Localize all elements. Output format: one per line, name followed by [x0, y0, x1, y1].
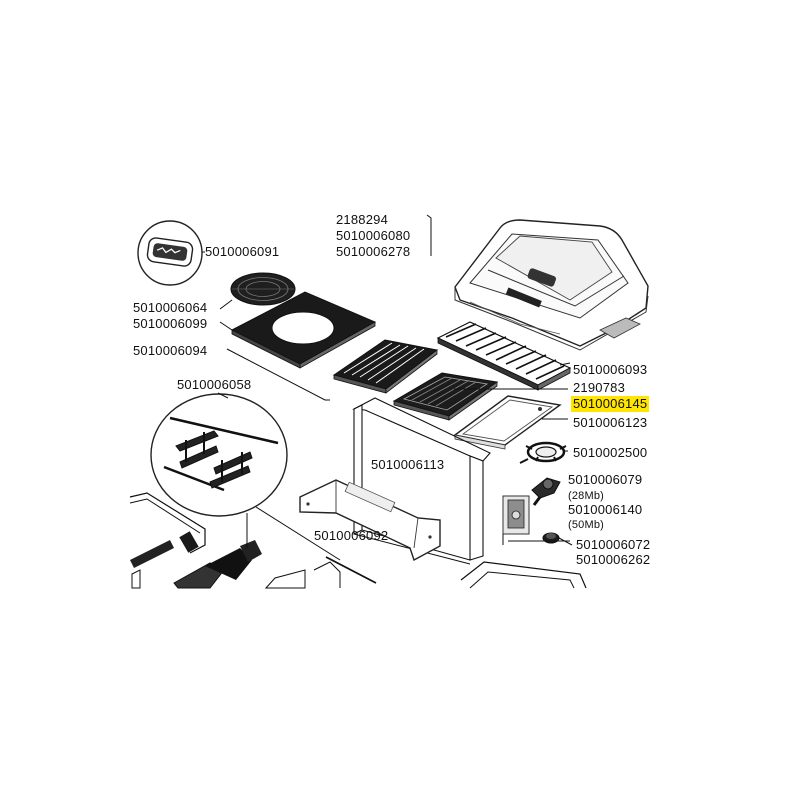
- label-firebox: 5010006113: [371, 457, 445, 472]
- label-thermometer: 5010006091: [205, 244, 280, 259]
- label-regulator-50: 5010006140: [568, 502, 643, 517]
- cast-grate-part[interactable]: [332, 339, 439, 394]
- griddle-plate-part[interactable]: [453, 395, 562, 450]
- label-round-grid-1: 5010006064: [133, 300, 208, 315]
- lid-part[interactable]: [454, 219, 649, 351]
- label-hardware-kit: 5010006058: [177, 377, 252, 392]
- hardware-kit-part[interactable]: [150, 393, 288, 517]
- label-regulator-28: 5010006079: [568, 472, 643, 487]
- label-warming-rack: 5010006093: [573, 362, 648, 377]
- label-side-frame: 5010006092: [314, 528, 389, 543]
- label-griddle-highlight: 5010006145: [571, 396, 650, 412]
- label-knob-1: 5010006072: [576, 537, 651, 552]
- label-grid-frame: 5010006094: [133, 343, 208, 358]
- label-burner: 5010002500: [573, 445, 648, 460]
- label-knob-2: 5010006262: [576, 552, 651, 567]
- label-lid-1: 2188294: [336, 212, 389, 227]
- thermometer-part[interactable]: [137, 220, 203, 286]
- warming-rack-part[interactable]: [436, 321, 572, 391]
- label-regulator-28-note: (28Mb): [568, 490, 605, 502]
- burner-part[interactable]: [519, 441, 567, 464]
- cabinet-part[interactable]: [129, 492, 587, 589]
- regulator-part[interactable]: [531, 477, 561, 506]
- label-regulator-50-note: (50Mb): [568, 519, 605, 531]
- grill-plate-part[interactable]: [392, 372, 499, 421]
- cartridge-part[interactable]: [502, 495, 530, 545]
- grid-frame-part[interactable]: [230, 291, 377, 369]
- label-lid-3: 5010006278: [336, 244, 411, 259]
- label-lid-2: 5010006080: [336, 228, 411, 243]
- round-grid-part[interactable]: [230, 272, 296, 306]
- label-grill-plate: 2190783: [573, 380, 626, 395]
- side-frame-part[interactable]: [299, 479, 441, 562]
- label-round-grid-2: 5010006099: [133, 316, 208, 331]
- label-griddle-plate: 5010006123: [573, 415, 648, 430]
